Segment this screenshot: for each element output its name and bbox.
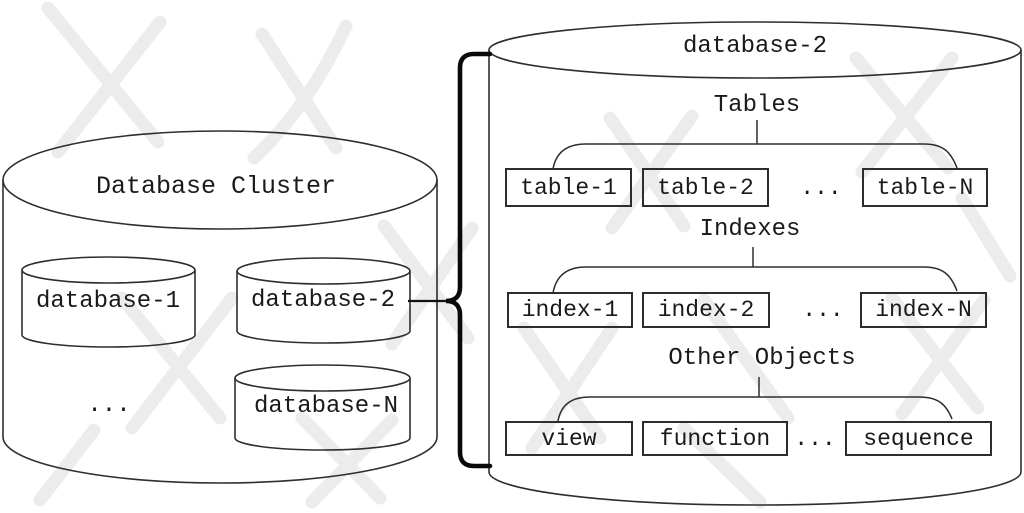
database-n-label: database-N — [253, 393, 399, 420]
database-2-label: database-2 — [250, 287, 396, 314]
table-2-box: table-2 — [642, 168, 769, 207]
table-1-box: table-1 — [505, 168, 632, 207]
section-arc-indexes — [552, 247, 958, 294]
index-n-box: index-N — [860, 292, 987, 328]
indexes-ellipsis: ... — [802, 297, 844, 323]
detail-cylinder — [488, 21, 1022, 506]
table-n-box: table-N — [862, 168, 988, 207]
database-n-cylinder — [234, 364, 411, 451]
cluster-ellipsis: ... — [87, 392, 131, 419]
index-2-box: index-2 — [642, 292, 770, 328]
section-label-other-objects: Other Objects — [668, 345, 856, 372]
tables-ellipsis: ... — [800, 174, 842, 201]
view-box: view — [505, 421, 633, 456]
cluster-cylinder — [2, 130, 438, 484]
section-arc-other-objects — [557, 377, 953, 422]
brace-connector — [445, 51, 493, 469]
detail-title: database-2 — [682, 33, 828, 60]
section-arc-tables — [552, 120, 958, 170]
sequence-box: sequence — [845, 421, 992, 456]
watermark-pattern — [33, 1, 1017, 509]
cluster-title: Database Cluster — [95, 172, 337, 201]
database-1-label: database-1 — [35, 288, 181, 315]
database-1-cylinder — [21, 256, 196, 348]
section-label-tables: Tables — [713, 92, 801, 119]
function-box: function — [642, 421, 788, 456]
index-1-box: index-1 — [507, 292, 633, 328]
section-label-indexes: Indexes — [699, 216, 801, 243]
other-objects-ellipsis: ... — [794, 425, 836, 452]
